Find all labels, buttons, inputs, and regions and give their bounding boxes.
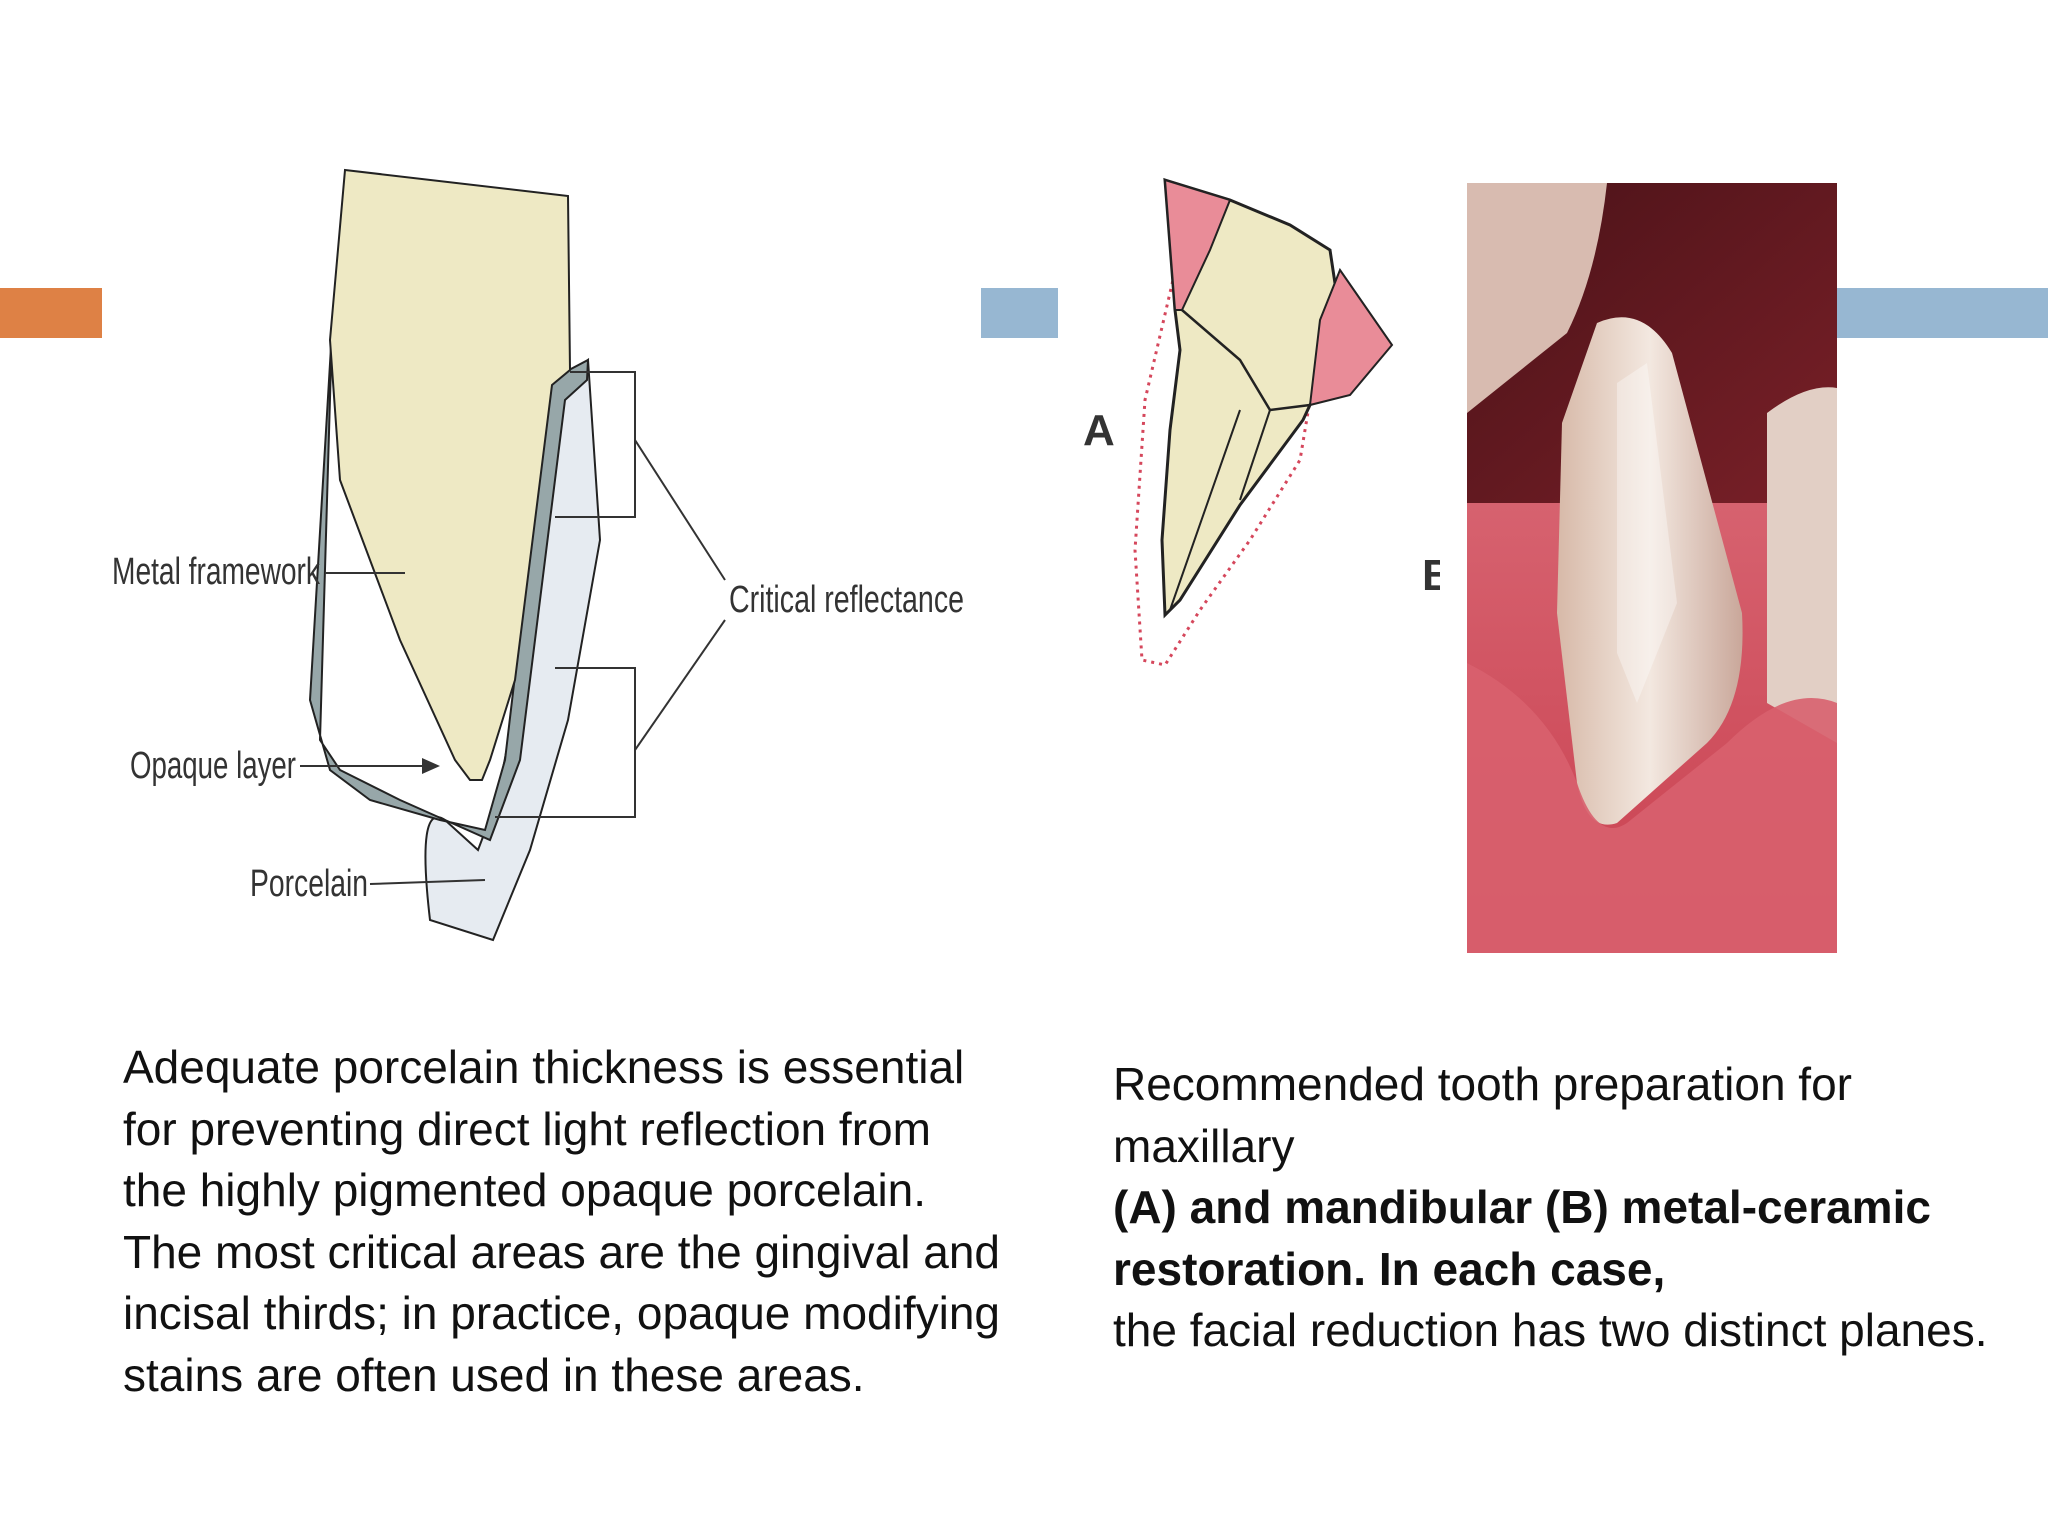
- accent-bar-blue-left: [981, 288, 1058, 338]
- porcelain-layer: [424, 357, 602, 942]
- prep-line-1: [1181, 309, 1311, 412]
- label-opaque-layer: Opaque layer: [130, 745, 296, 787]
- label-porcelain: Porcelain: [250, 863, 368, 905]
- neighbor-tooth-left: [1467, 183, 1607, 413]
- bracket-upper: [555, 371, 636, 518]
- accent-bar-orange: [0, 288, 102, 338]
- pointer-critical-lower: [634, 619, 726, 751]
- enamel-right: [1308, 267, 1394, 407]
- caption-left-paragraph-1: Adequate porcelain thickness is essentia…: [123, 1041, 965, 1216]
- caption-right-line-3: the facial reduction has two distinct pl…: [1113, 1304, 1988, 1356]
- accent-bar-blue-right: [1836, 288, 2048, 338]
- prep-line-2: [1169, 409, 1241, 611]
- tooth-preparation-diagram: A B: [1083, 177, 1440, 667]
- pointer-porcelain: [369, 879, 486, 885]
- prep-line-3: [1239, 409, 1271, 501]
- label-b: B: [1422, 551, 1440, 600]
- caption-left-paragraph-2: The most critical areas are the gingival…: [123, 1225, 1001, 1401]
- pointer-critical-upper: [634, 439, 726, 581]
- caption-right: Recommended tooth preparation for maxill…: [1113, 1054, 2013, 1362]
- caption-left: Adequate porcelain thickness is essentia…: [123, 1037, 1003, 1406]
- label-metal-framework: Metal framework: [112, 551, 321, 593]
- prepared-tooth-photo: [1557, 317, 1743, 825]
- bracket-lower: [495, 667, 636, 818]
- gingiva: [1467, 663, 1837, 953]
- pointer-opaque-arrow: [422, 758, 440, 774]
- enamel-top: [1163, 178, 1232, 311]
- prepared-tooth: [1160, 177, 1347, 619]
- mandibular-tooth-photo: [1467, 183, 1837, 953]
- tooth-highlight: [1617, 363, 1677, 703]
- neighbor-tooth-right: [1767, 387, 1837, 743]
- tooth-core: [328, 168, 572, 781]
- label-a: A: [1083, 406, 1115, 455]
- caption-right-line-1: Recommended tooth preparation for maxill…: [1113, 1058, 1852, 1172]
- label-critical-reflectance: Critical reflectance: [729, 579, 964, 621]
- metal-ceramic-crown-diagram: Metal framework Opaque layer Porcelain C…: [112, 168, 964, 942]
- caption-right-line-2: (A) and mandibular (B) metal-ceramic res…: [1113, 1181, 1931, 1295]
- metal-framework-layer: [308, 329, 590, 842]
